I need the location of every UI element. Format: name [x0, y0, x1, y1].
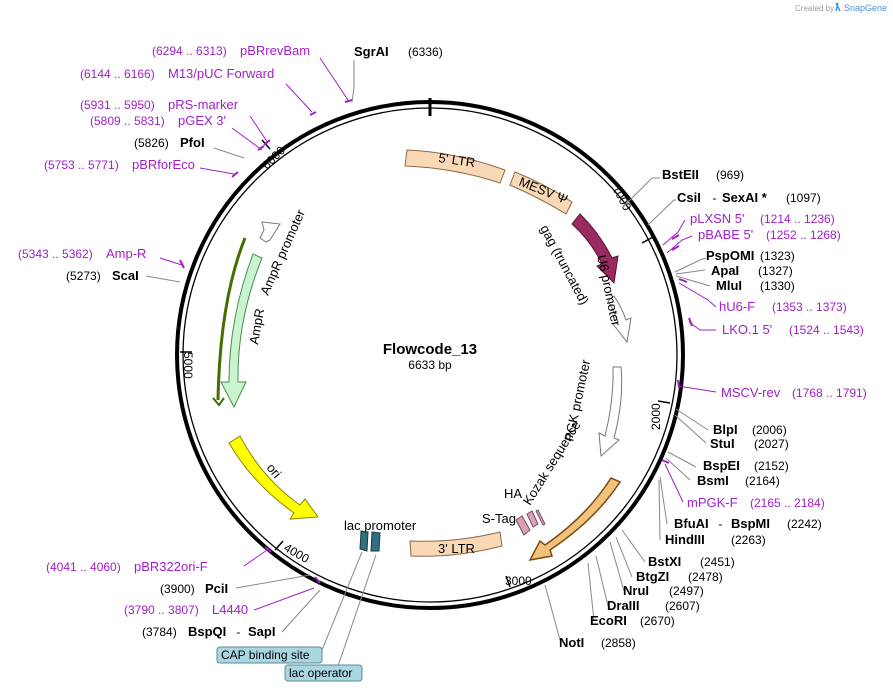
s-tag-label: S-Tag [482, 511, 516, 526]
primer-plxsn-5[interactable]: pLXSN 5'(1214 .. 1236) [690, 211, 835, 226]
primer-pbr322ori-f[interactable]: (4041 .. 4060)pBR322ori-F [46, 559, 208, 574]
tick-label-5000: 5000 [181, 352, 195, 379]
mesv-psi-feature[interactable] [509, 171, 573, 215]
snapgene-logo-icon [835, 2, 841, 12]
gag-feature[interactable] [571, 213, 619, 285]
cap-binding-site-feature[interactable] [359, 530, 369, 552]
left-primer-marks [179, 99, 353, 584]
site-btgzi[interactable]: BtgZI(2478) [636, 569, 723, 584]
ha-tag-label: HA [504, 486, 522, 501]
lac-operator-feature[interactable] [370, 531, 381, 552]
site-bsmi[interactable]: BsmI(2164) [697, 473, 780, 488]
pgk-promoter-feature[interactable] [598, 366, 623, 458]
created-by-text: Created by [795, 4, 834, 13]
kozak-feature[interactable] [535, 509, 546, 526]
lac-operator-label: lac operator [289, 666, 352, 680]
ampr-strand-arrowhead [212, 397, 225, 407]
site-bspqi-sapi[interactable]: (3784)BspQI - SapI [142, 624, 275, 639]
site-noti[interactable]: NotI(2858) [559, 635, 636, 650]
site-bsteii[interactable]: BstEII(969) [662, 167, 744, 182]
primer-mpgk-f[interactable]: mPGK-F(2165 .. 2184) [687, 495, 825, 510]
cap-binding-site-box[interactable]: CAP binding site [216, 646, 323, 664]
right-leader-lines [544, 177, 717, 641]
ampr-promoter-feature[interactable] [259, 221, 281, 243]
lac-operator-box[interactable]: lac operator [284, 664, 363, 682]
cap-binding-site-label: CAP binding site [221, 648, 310, 662]
ampr-label: AmpR [246, 307, 267, 345]
lac-promoter-label: lac promoter [344, 518, 417, 533]
site-sgrai[interactable]: SgrAI(6336) [354, 44, 443, 59]
ampr-backbone-strand [216, 237, 247, 401]
primer-m13-puc-forward[interactable]: (6144 .. 6166)M13/pUC Forward [80, 66, 274, 81]
plasmid-name: Flowcode_13 [383, 341, 477, 358]
ltr3-feature[interactable] [409, 531, 503, 557]
primer-pbrforeco[interactable]: (5753 .. 5771)pBRforEco [44, 157, 195, 172]
site-bfuai-bspmi[interactable]: BfuAI - BspMI(2242) [674, 516, 822, 531]
s-tag-feature[interactable] [526, 510, 539, 528]
plasmid-size: 6633 bp [408, 358, 452, 372]
site-pcii[interactable]: (3900)PciI [160, 581, 228, 596]
site-ecori[interactable]: EcoRI(2670) [590, 613, 675, 628]
site-apai[interactable]: ApaI(1327) [711, 263, 793, 278]
ampr-feature[interactable] [220, 253, 263, 409]
ampr-promoter-label: AmpR promoter [257, 207, 308, 298]
site-nrui[interactable]: NruI(2497) [623, 583, 704, 598]
ltr5-label: 5' LTR [438, 150, 477, 170]
site-csii-sexai[interactable]: CsiI - SexAI *(1097) [677, 190, 821, 205]
site-hindiii[interactable]: HindIII(2263) [665, 532, 766, 547]
primer-pbrrevbam[interactable]: (6294 .. 6313)pBRrevBam [152, 43, 310, 58]
ori-feature[interactable] [228, 435, 319, 520]
site-blpi[interactable]: BlpI(2006) [713, 422, 787, 437]
primer-mscv-rev[interactable]: MSCV-rev(1768 .. 1791) [721, 385, 867, 400]
insert-arrow-feature[interactable] [528, 477, 622, 562]
site-scai[interactable]: (5273)ScaI [66, 268, 139, 283]
primer-lko1-5[interactable]: LKO.1 5'(1524 .. 1543) [722, 322, 864, 337]
site-stui[interactable]: StuI(2027) [710, 436, 789, 451]
left-leader-lines [145, 57, 377, 667]
tick-label-1000: 1000 [609, 183, 634, 213]
site-pfoi[interactable]: (5826)PfoI [134, 135, 205, 150]
site-bspei[interactable]: BspEI(2152) [703, 458, 789, 473]
u6-promoter-label: U6 promoter [594, 254, 624, 328]
tick-marks [180, 139, 671, 588]
site-draiii[interactable]: DraIII(2607) [607, 598, 700, 613]
site-bstxi[interactable]: BstXI(2451) [648, 554, 735, 569]
tick-label-2000: 2000 [649, 403, 663, 430]
site-pspomi[interactable]: PspOMI(1323) [706, 248, 795, 263]
tick-label-3000: 3000 [505, 574, 532, 588]
site-mlui[interactable]: MluI(1330) [716, 278, 795, 293]
kozak-sequence-label: Kozak sequence [520, 418, 584, 507]
primer-pgex-3[interactable]: (5809 .. 5831)pGEX 3' [90, 113, 226, 128]
primer-pbabe-5[interactable]: pBABE 5'(1252 .. 1268) [698, 227, 841, 242]
primer-l4440[interactable]: (3790 .. 3807)L4440 [124, 602, 248, 617]
primer-prs-marker[interactable]: (5931 .. 5950)pRS-marker [80, 97, 239, 112]
ha-tag-feature[interactable] [515, 515, 531, 536]
snapgene-brand-text: SnapGene [844, 3, 887, 13]
u6-promoter-feature[interactable] [607, 295, 632, 344]
ltr5-feature[interactable] [404, 149, 506, 184]
ltr3-label: 3' LTR [438, 541, 475, 556]
primer-amp-r[interactable]: (5343 .. 5362)Amp-R [18, 246, 146, 261]
right-primer-marks [661, 234, 693, 464]
primer-hu6-f[interactable]: hU6-F(1353 .. 1373) [719, 299, 847, 314]
mesv-psi-label: MESV Ψ [517, 174, 570, 207]
